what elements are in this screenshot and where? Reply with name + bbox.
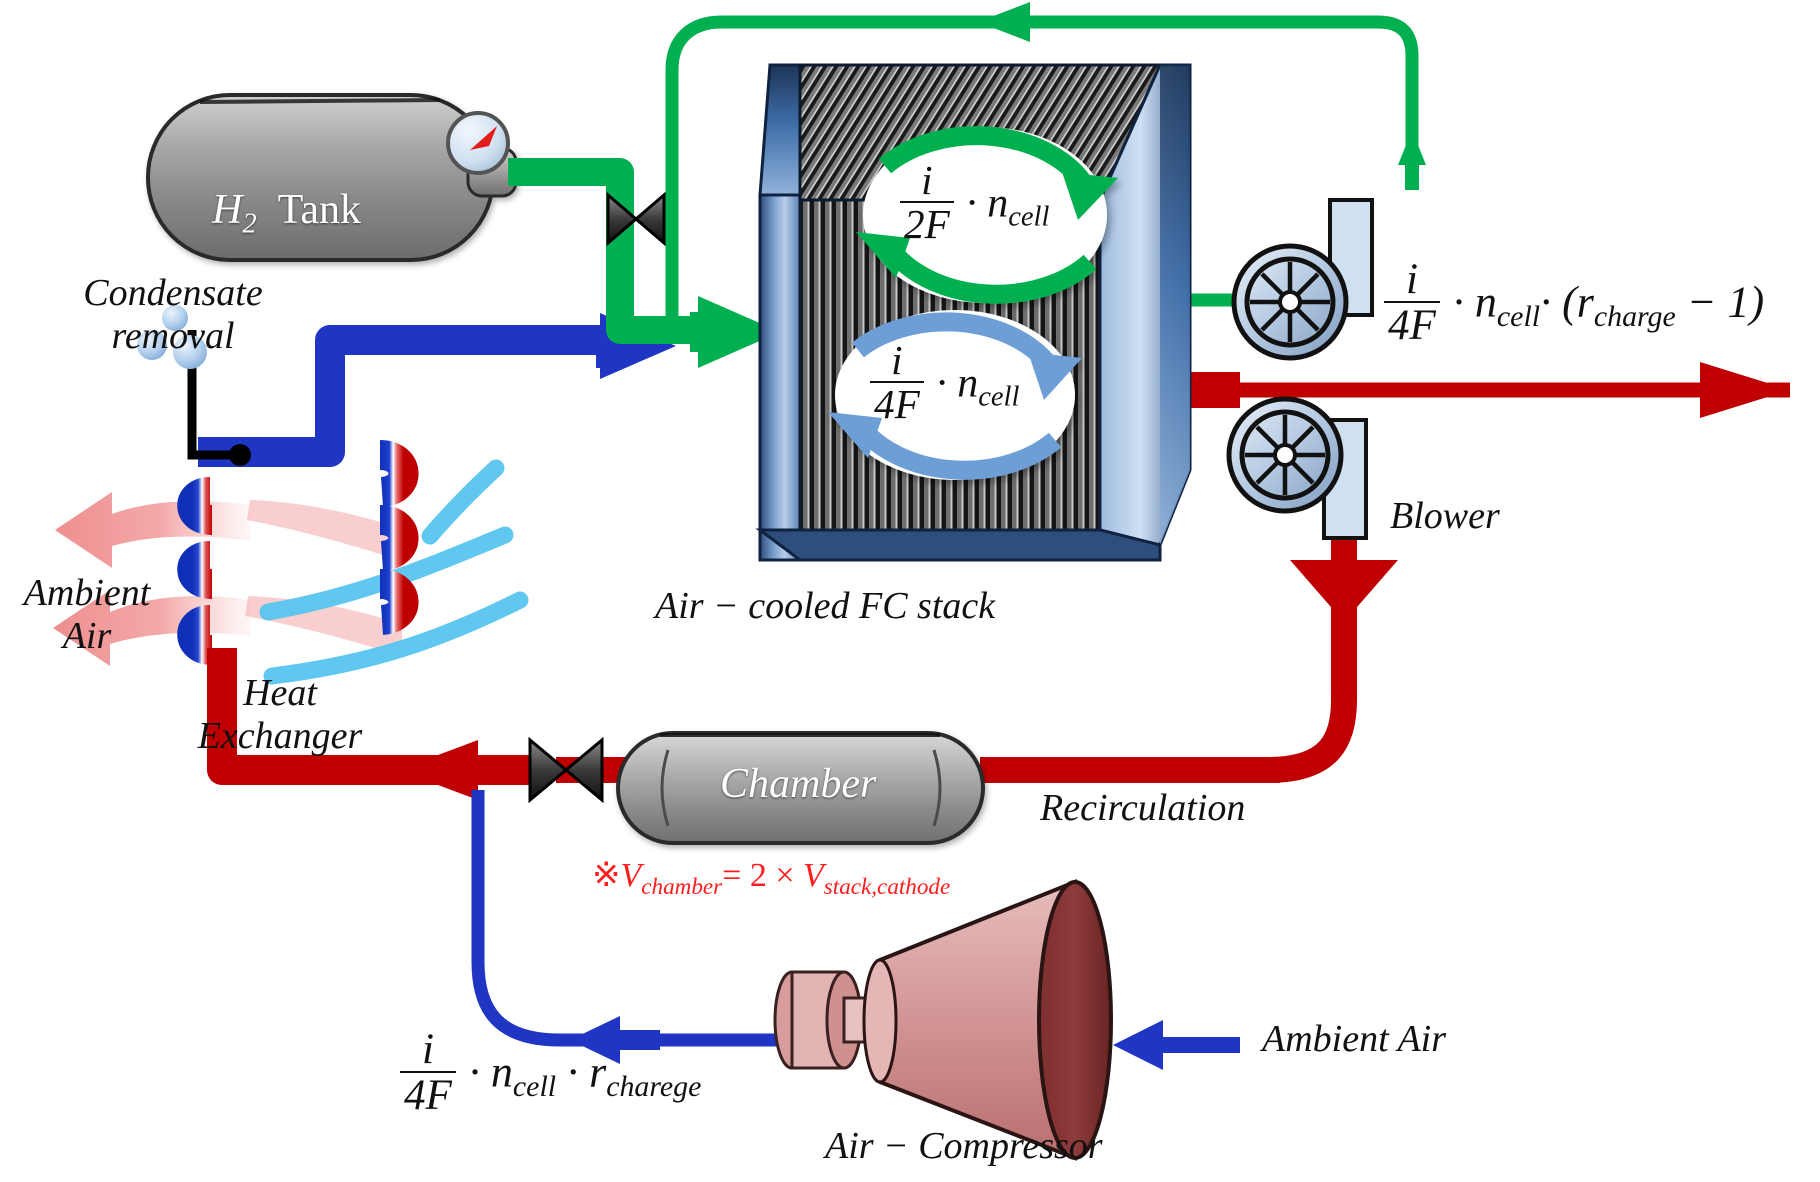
condensate-removal-pointer bbox=[137, 305, 251, 466]
cathode-eq-numerator: i bbox=[891, 337, 903, 383]
purge-eq-numerator: i bbox=[1405, 256, 1418, 303]
water-droplet-icon bbox=[162, 305, 188, 331]
recirculation-hot-pipe bbox=[207, 600, 1357, 800]
chamber-note-lhs: V bbox=[620, 857, 642, 894]
purge-eq-tail-sub: charge bbox=[1593, 300, 1676, 334]
chamber-volume-note: ※Vchamber= 2 × Vstack,cathode bbox=[592, 855, 950, 901]
air-compressor bbox=[773, 879, 1113, 1161]
purge-eq-denominator: 4F bbox=[1384, 301, 1440, 349]
ambient-air-left-label: Ambient Air bbox=[23, 572, 151, 657]
ambient-air-inlet-arrow bbox=[1113, 1020, 1240, 1070]
cathode-eq-tail: · n bbox=[936, 360, 979, 407]
air-compressor-label: Air − Compressor bbox=[825, 1125, 1103, 1167]
purge-out-equation: i 4F · ncell· (rcharge − 1) bbox=[1382, 258, 1764, 349]
chamber-note-mark: ※ bbox=[592, 857, 621, 894]
pressure-gauge-icon bbox=[446, 111, 510, 175]
hydrogen-recirculation-loop bbox=[665, 15, 1419, 330]
anode-flow-equation: i 2F · ncell bbox=[898, 157, 1050, 247]
compressor-inlet-equation: i 4F · ncell · rcharege bbox=[398, 1028, 701, 1119]
comp-eq-mid: · n bbox=[468, 1047, 513, 1097]
chamber-note-rhs: V bbox=[803, 857, 824, 894]
condensate-removal-label: Condensate removal bbox=[83, 272, 263, 357]
chamber-vessel bbox=[616, 731, 985, 845]
anode-reaction-loop-arrow bbox=[856, 126, 1118, 304]
heat-exchanger-coil bbox=[177, 440, 419, 665]
cathode-eq-denominator: 4F bbox=[870, 381, 924, 427]
purge-eq-tail-open: · (r bbox=[1540, 277, 1594, 327]
comp-eq-mid-sub: cell bbox=[512, 1070, 557, 1104]
blower-label: Blower bbox=[1390, 495, 1500, 537]
blower-fan-icon-bottom bbox=[1226, 396, 1368, 540]
comp-eq-tail-sub: charege bbox=[606, 1070, 702, 1104]
chamber-note-rhs-sub: stack,cathode bbox=[823, 873, 951, 900]
h2-tank-outlet bbox=[508, 158, 544, 186]
cathode-flow-equation: i 4F · ncell bbox=[868, 337, 1020, 427]
anode-eq-tail-sub: cell bbox=[1008, 201, 1050, 233]
purge-eq-mid-sub: cell bbox=[1496, 300, 1541, 334]
heat-exchanger-label: Heat Exchanger bbox=[197, 672, 363, 757]
comp-eq-tail: · r bbox=[567, 1047, 607, 1097]
purge-eq-tail-close: − 1) bbox=[1675, 277, 1765, 327]
butterfly-valve-icon-chamber bbox=[528, 736, 604, 804]
comp-eq-numerator: i bbox=[421, 1026, 434, 1073]
chamber-note-op: = 2 × bbox=[722, 857, 804, 894]
h2-tank-label: H2 Tank bbox=[212, 187, 361, 240]
hydrogen-loop-arrowhead bbox=[978, 2, 1426, 190]
butterfly-valve-icon-h2 bbox=[606, 191, 666, 247]
compressor-outlet-pipe bbox=[471, 790, 790, 1064]
anode-eq-tail: · n bbox=[966, 180, 1009, 227]
ambient-air-right-label: Ambient Air bbox=[1262, 1018, 1447, 1060]
hydrogen-supply-pipe bbox=[500, 158, 780, 368]
purge-eq-mid: · n bbox=[1452, 277, 1497, 327]
comp-eq-denominator: 4F bbox=[400, 1071, 456, 1119]
chamber-label: Chamber bbox=[720, 761, 877, 807]
anode-eq-numerator: i bbox=[921, 157, 933, 203]
recirculation-label: Recirculation bbox=[1040, 787, 1246, 829]
water-droplet-icon bbox=[137, 330, 167, 360]
water-droplet-icon bbox=[173, 335, 207, 369]
blower-fan-icon-top bbox=[1231, 198, 1374, 361]
anode-eq-denominator: 2F bbox=[900, 201, 954, 247]
cathode-eq-tail-sub: cell bbox=[978, 381, 1020, 413]
cathode-reaction-loop-arrow bbox=[828, 310, 1082, 480]
chamber-note-lhs-sub: chamber bbox=[641, 873, 723, 900]
fc-stack-label: Air − cooled FC stack bbox=[655, 585, 996, 627]
